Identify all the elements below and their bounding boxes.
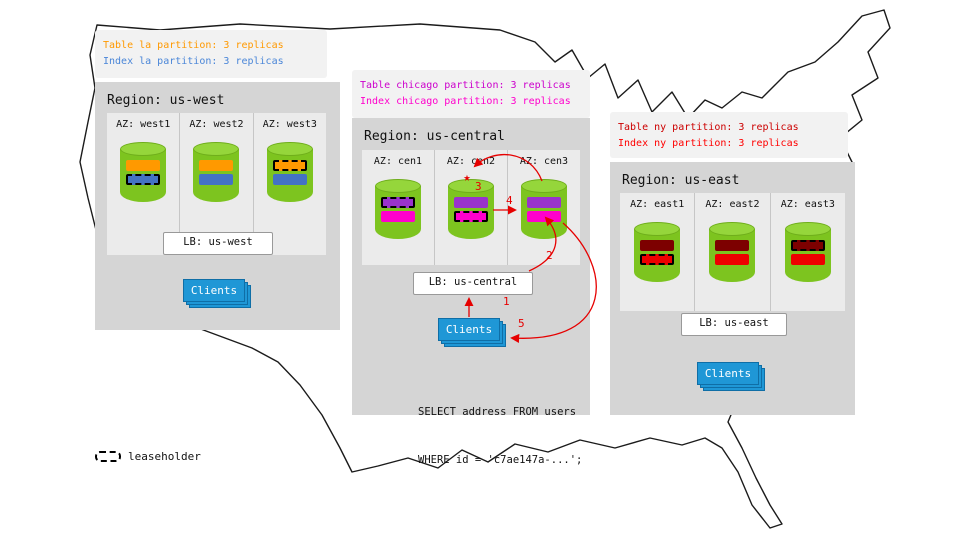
table-partition-bar <box>199 160 234 171</box>
az-label: AZ: east1 <box>630 199 685 210</box>
az-label: AZ: east2 <box>705 199 760 210</box>
index-partition-bar <box>790 254 825 265</box>
db-cylinder-east1 <box>634 222 681 282</box>
cylinder-top <box>375 179 421 193</box>
az-label: AZ: west3 <box>262 119 317 130</box>
sql-query-line2: WHERE id = 'c7ae147a-...'; <box>418 454 583 466</box>
az-column-east1: AZ: east1 <box>620 193 696 311</box>
annotation-us-central: Table chicago partition: 3 replicas Inde… <box>352 70 590 118</box>
az-label: AZ: west2 <box>189 119 244 130</box>
index-partition-bar <box>381 211 415 222</box>
az-label: AZ: cen2 <box>446 156 496 167</box>
clients-us-central: Clients <box>438 318 506 347</box>
cylinder-top <box>521 179 567 193</box>
az-label: AZ: east3 <box>780 199 835 210</box>
cylinder-top <box>634 222 681 236</box>
index-partition-bar <box>272 174 307 185</box>
table-partition-note: Table ny partition: 3 replicas <box>618 122 799 133</box>
annotation-us-east: Table ny partition: 3 replicas Index ny … <box>610 112 848 158</box>
az-column-cen1: AZ: cen1 <box>362 150 435 265</box>
index-partition-note: Index ny partition: 3 replicas <box>618 138 799 149</box>
az-column-east2: AZ: east2 <box>695 193 771 311</box>
az-column-cen3: AZ: cen3 <box>508 150 580 265</box>
region-title: Region: us-west <box>107 93 225 108</box>
index-partition-bar <box>199 174 234 185</box>
annotation-us-west: Table la partition: 3 replicas Index la … <box>95 30 327 78</box>
legend-label: leaseholder <box>128 450 201 463</box>
lb-us-east: LB: us-east <box>681 313 787 336</box>
table-partition-bar-leaseholder <box>272 160 307 171</box>
table-partition-bar-leaseholder <box>790 240 825 251</box>
az-column-cen2: AZ: cen2 <box>435 150 508 265</box>
index-partition-bar-leaseholder <box>454 211 488 222</box>
index-partition-note: Index chicago partition: 3 replicas <box>360 96 571 107</box>
region-us-west: Region: us-west AZ: west1 AZ: west2 <box>95 82 340 330</box>
table-partition-bar-leaseholder <box>381 197 415 208</box>
leaseholder-swatch-icon <box>95 451 121 462</box>
table-partition-note: Table la partition: 3 replicas <box>103 40 284 51</box>
az-box-us-central: AZ: cen1 AZ: cen2 AZ: ce <box>362 150 580 265</box>
cylinder-top <box>193 142 240 156</box>
cylinder-top <box>448 179 494 193</box>
sql-query: SELECT address FROM users WHERE id = 'c7… <box>418 372 582 500</box>
region-us-east: Region: us-east AZ: east1 AZ: east2 <box>610 162 855 415</box>
clients-button-us-west[interactable]: Clients <box>183 279 245 302</box>
db-cylinder-west1 <box>120 142 167 202</box>
lb-us-central: LB: us-central <box>413 272 533 295</box>
table-partition-bar <box>527 197 561 208</box>
table-partition-bar <box>454 197 488 208</box>
clients-us-east: Clients <box>697 362 765 391</box>
clients-button-us-east[interactable]: Clients <box>697 362 759 385</box>
sql-query-line1: SELECT address FROM users <box>418 406 577 418</box>
table-partition-bar <box>715 240 750 251</box>
index-partition-bar-leaseholder <box>640 254 675 265</box>
table-partition-bar <box>126 160 161 171</box>
region-title: Region: us-central <box>364 129 505 144</box>
db-cylinder-cen2 <box>448 179 494 239</box>
db-cylinder-east3 <box>784 222 831 282</box>
az-column-west2: AZ: west2 <box>180 113 254 255</box>
index-partition-note: Index la partition: 3 replicas <box>103 56 284 67</box>
az-label: AZ: cen1 <box>373 156 423 167</box>
db-cylinder-west3 <box>266 142 313 202</box>
index-partition-bar-leaseholder <box>126 174 161 185</box>
region-title: Region: us-east <box>622 173 740 188</box>
az-box-us-east: AZ: east1 AZ: east2 AZ: <box>620 193 845 311</box>
clients-us-west: Clients <box>183 279 251 308</box>
region-us-central: Region: us-central AZ: cen1 AZ: cen2 <box>352 118 590 466</box>
db-cylinder-cen1 <box>375 179 421 239</box>
az-column-west1: AZ: west1 <box>107 113 181 255</box>
cylinder-top <box>266 142 313 156</box>
lb-us-west: LB: us-west <box>163 232 273 255</box>
cylinder-top <box>784 222 831 236</box>
table-partition-note: Table chicago partition: 3 replicas <box>360 80 571 91</box>
db-cylinder-west2 <box>193 142 240 202</box>
db-cylinder-cen3 <box>521 179 567 239</box>
clients-button-us-central[interactable]: Clients <box>438 318 500 341</box>
az-box-us-west: AZ: west1 AZ: west2 AZ: <box>107 113 326 255</box>
cylinder-top <box>709 222 756 236</box>
db-cylinder-east2 <box>709 222 756 282</box>
az-column-west3: AZ: west3 <box>254 113 326 255</box>
index-partition-bar <box>527 211 561 222</box>
index-partition-bar <box>715 254 750 265</box>
az-column-east3: AZ: east3 <box>771 193 845 311</box>
table-partition-bar <box>640 240 675 251</box>
az-label: AZ: cen3 <box>519 156 569 167</box>
legend-leaseholder: leaseholder <box>95 450 201 463</box>
az-label: AZ: west1 <box>116 119 171 130</box>
cylinder-top <box>120 142 167 156</box>
